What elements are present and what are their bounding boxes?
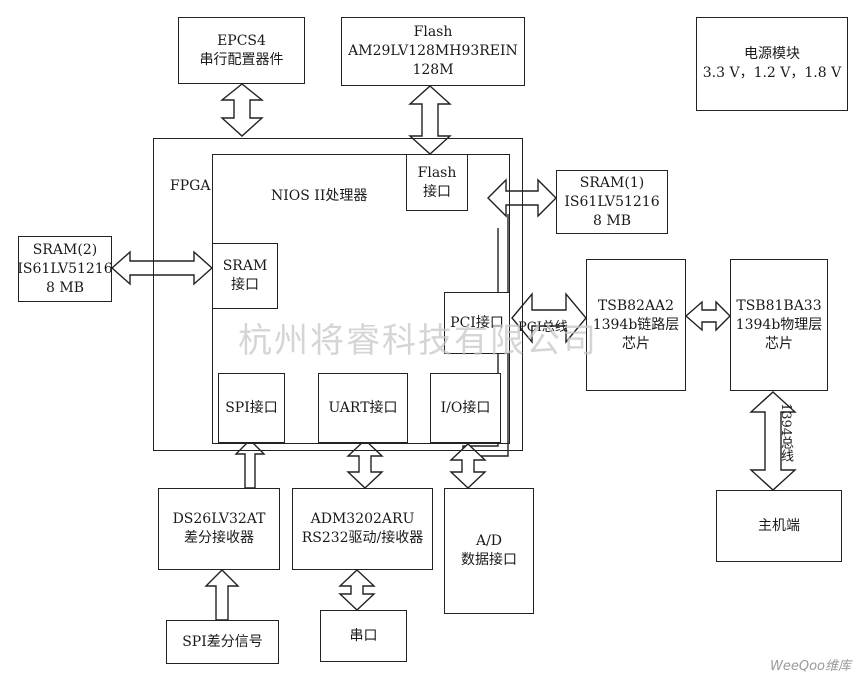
io-if-label: I/O接口 xyxy=(440,399,491,416)
ds26-line2: 差分接收器 xyxy=(184,530,254,546)
flash-block: Flash AM29LV128MH93REIN 128M xyxy=(341,17,525,86)
tsb82-line3: 芯片 xyxy=(622,335,650,352)
ds26lv32at-block: DS26LV32AT 差分接收器 xyxy=(158,488,280,570)
sram2-block: SRAM(2) IS61LV51216 8 MB xyxy=(17,236,113,302)
serial-port-block: 串口 xyxy=(320,610,407,662)
tsb82-line2: 1394b链路层 xyxy=(592,316,680,333)
spi-sig-label: SPI差分信号 xyxy=(182,633,263,650)
flash-interface: Flash 接口 xyxy=(406,154,468,211)
adm-line2: RS232驱动/接收器 xyxy=(301,530,424,546)
epcs4-line1: EPCS4 xyxy=(217,32,266,49)
tsb82-line1: TSB82AA2 xyxy=(597,297,675,314)
ad-line1: A/D xyxy=(475,533,503,549)
pci-bus-label: PCI总线 xyxy=(518,320,568,335)
serial-label: 串口 xyxy=(349,627,378,644)
ds26-line1: DS26LV32AT xyxy=(172,511,266,527)
sram1-block: SRAM(1) IS61LV51216 8 MB xyxy=(556,170,668,234)
sram2-line3: 8 MB xyxy=(46,279,84,296)
flash-if-line2: 接口 xyxy=(423,183,451,200)
ad-interface-block: A/D 数据接口 xyxy=(444,488,534,614)
bus-1394-label: 1394总线 xyxy=(778,403,793,463)
pci-interface: PCI接口 xyxy=(444,292,510,354)
spi-if-label: SPI接口 xyxy=(225,399,278,416)
host-label: 主机端 xyxy=(758,517,800,534)
flash-line2: AM29LV128MH93REIN xyxy=(348,43,518,59)
power-line2: 3.3 V，1.2 V，1.8 V xyxy=(702,65,842,81)
tsb81ba33-block: TSB81BA33 1394b物理层 芯片 xyxy=(730,259,828,391)
tsb81-line2: 1394b物理层 xyxy=(735,316,823,333)
spi-interface: SPI接口 xyxy=(218,373,285,443)
sram1-line3: 8 MB xyxy=(593,212,631,229)
tsb81-line1: TSB81BA33 xyxy=(736,297,822,314)
flash-line3: 128M xyxy=(412,62,454,78)
adm-line1: ADM3202ARU xyxy=(310,511,415,527)
spi-diff-signal-block: SPI差分信号 xyxy=(166,620,279,664)
ad-line2: 数据接口 xyxy=(461,552,517,568)
arrow-tsb82-tsb81 xyxy=(684,300,731,332)
adm3202aru-block: ADM3202ARU RS232驱动/接收器 xyxy=(292,488,433,570)
host-block: 主机端 xyxy=(716,490,842,562)
tsb81-line3: 芯片 xyxy=(765,335,793,352)
sram1-line1: SRAM(1) xyxy=(579,174,645,191)
uart-if-label: UART接口 xyxy=(328,399,398,416)
pci-if-label: PCI接口 xyxy=(450,314,504,331)
arrow-spisig-ds26 xyxy=(204,569,240,621)
epcs4-block: EPCS4 串行配置器件 xyxy=(178,17,305,84)
fpga-label: FPGA xyxy=(170,178,211,194)
sram2-line2: IS61LV51216 xyxy=(17,260,113,277)
fpga-frame xyxy=(153,138,523,451)
arrow-adm-serial xyxy=(338,569,376,611)
flash-if-line1: Flash xyxy=(417,164,457,181)
tsb82aa2-block: TSB82AA2 1394b链路层 芯片 xyxy=(586,259,686,391)
sram-interface: SRAM 接口 xyxy=(212,243,278,309)
uart-interface: UART接口 xyxy=(318,373,408,443)
io-interface: I/O接口 xyxy=(430,373,501,443)
nios-label: NIOS II处理器 xyxy=(271,188,368,204)
sram-if-line1: SRAM xyxy=(222,258,268,274)
arrow-epcs4-fpga xyxy=(220,83,264,137)
power-line1: 电源模块 xyxy=(744,46,800,62)
sram2-line1: SRAM(2) xyxy=(32,241,98,258)
sram-if-line2: 接口 xyxy=(231,277,259,293)
flash-line1: Flash xyxy=(413,24,453,40)
epcs4-line2: 串行配置器件 xyxy=(199,51,284,68)
power-module-block: 电源模块 3.3 V，1.2 V，1.8 V xyxy=(696,17,848,111)
corner-logo: WeeQoo维库 xyxy=(770,659,851,674)
sram1-line2: IS61LV51216 xyxy=(564,193,660,210)
